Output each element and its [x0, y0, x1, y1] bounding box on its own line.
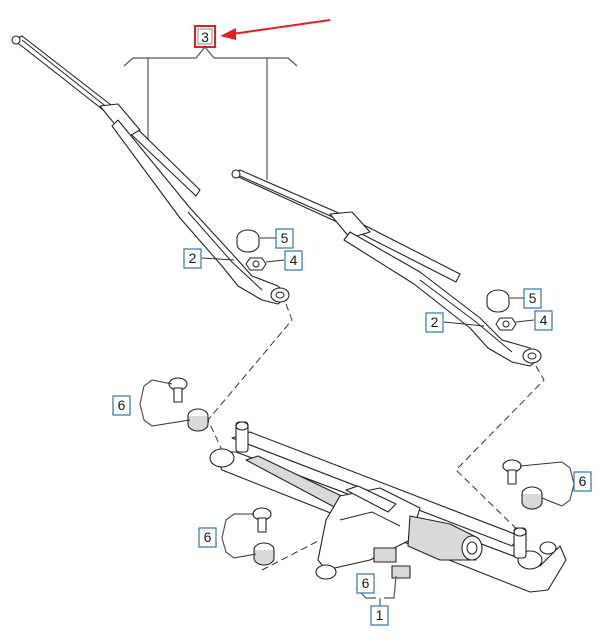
nut-left	[245, 257, 267, 271]
svg-text:2: 2	[189, 250, 197, 266]
callout-6-mid: 6	[198, 527, 217, 548]
wiper-blade-right	[231, 169, 461, 283]
assembly-line-left	[207, 303, 293, 451]
leader-lines	[139, 237, 575, 606]
bolt-right	[502, 459, 543, 510]
svg-text:5: 5	[281, 230, 289, 246]
cap-left	[236, 229, 260, 253]
wiper-linkage-assembly	[209, 421, 567, 593]
wiper-arm-left	[111, 119, 290, 305]
bolt-left	[168, 377, 209, 432]
cap-right	[486, 289, 510, 313]
wiper-blade-left	[11, 35, 201, 197]
svg-text:2: 2	[431, 314, 439, 330]
bolt-mid	[252, 507, 275, 566]
svg-text:6: 6	[362, 575, 370, 591]
callout-4-right: 4	[534, 310, 553, 331]
callout-5-left: 5	[275, 228, 294, 249]
callout-2-left: 2	[183, 248, 202, 269]
svg-text:3: 3	[201, 29, 209, 45]
nut-right	[495, 317, 517, 331]
svg-text:6: 6	[579, 473, 587, 489]
assembly-line-right	[455, 365, 545, 541]
svg-text:5: 5	[529, 290, 537, 306]
wiper-arm-right	[343, 231, 542, 367]
svg-text:1: 1	[376, 607, 384, 623]
svg-text:4: 4	[540, 312, 548, 328]
callout-5-right: 5	[523, 288, 542, 309]
callout-6-right: 6	[573, 471, 592, 492]
callout-6-left: 6	[112, 395, 131, 416]
svg-text:4: 4	[290, 252, 298, 268]
svg-text:6: 6	[118, 397, 126, 413]
callout-4-left: 4	[284, 250, 303, 271]
callout-6-bottom: 6	[356, 573, 375, 594]
callout-2-right: 2	[425, 312, 444, 333]
red-arrow-icon	[220, 19, 331, 40]
callout-1: 1	[370, 605, 389, 626]
callout-3: 3	[194, 25, 216, 48]
svg-text:6: 6	[204, 529, 212, 545]
